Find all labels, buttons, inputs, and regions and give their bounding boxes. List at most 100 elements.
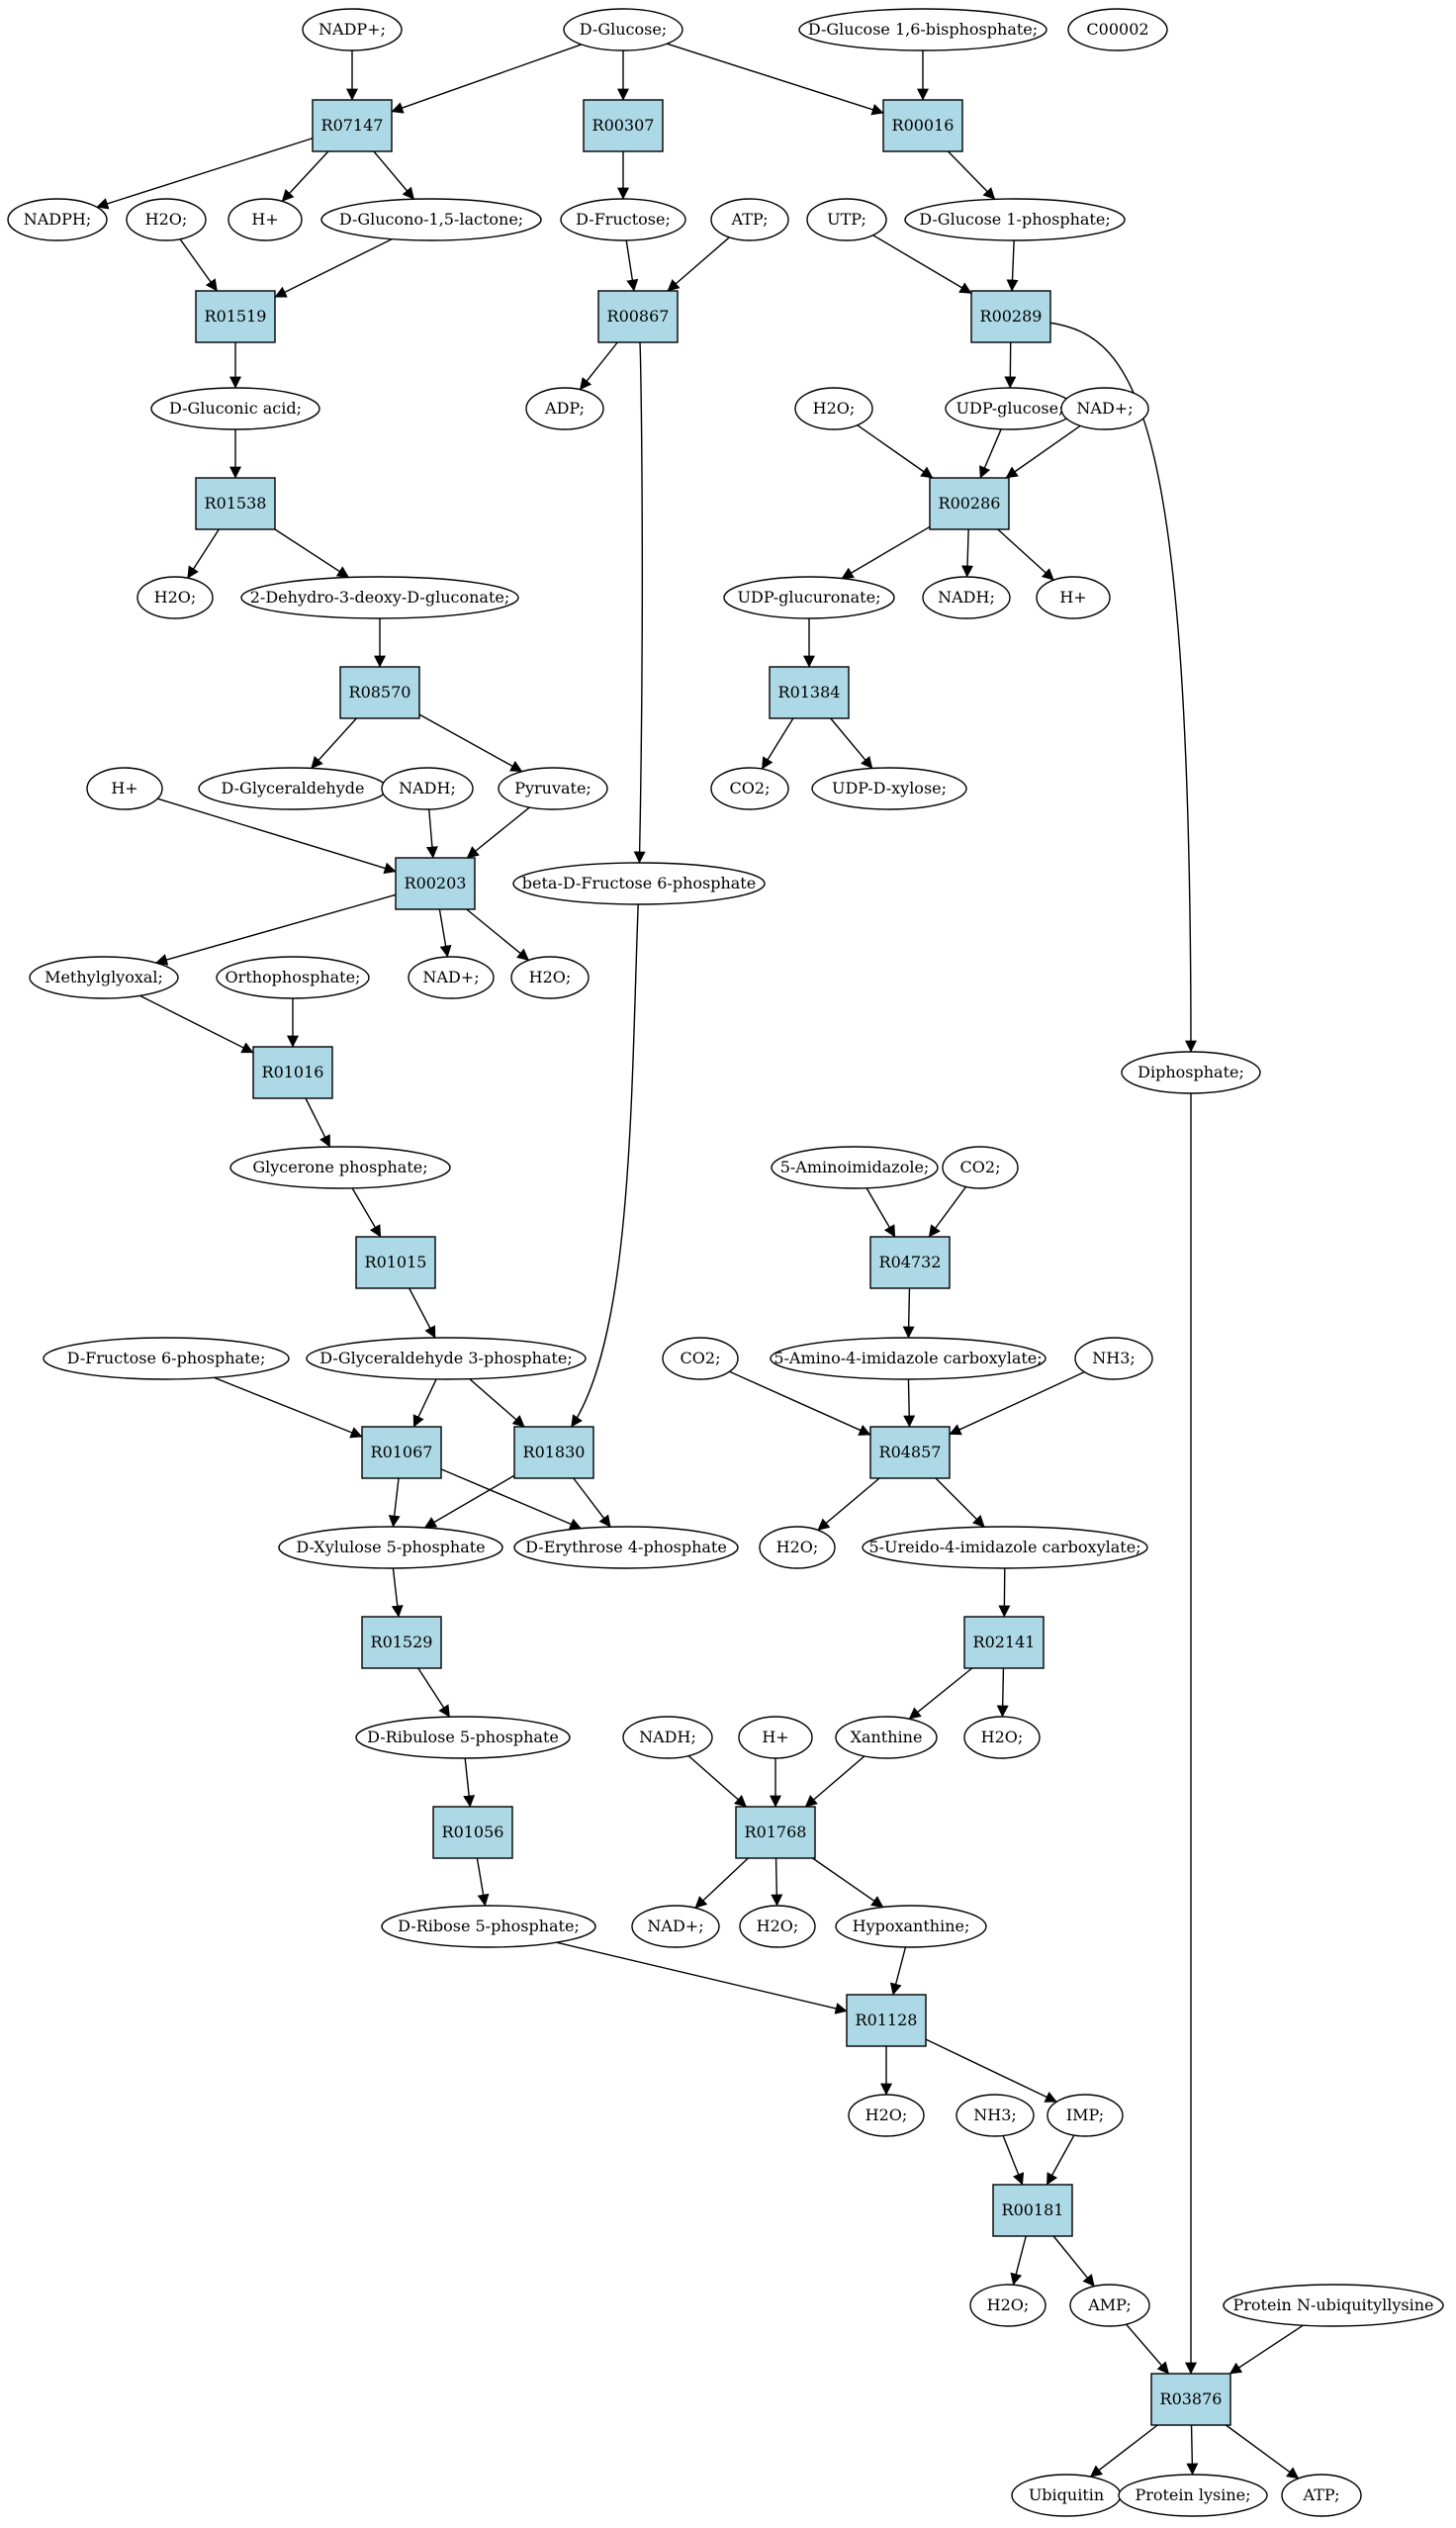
reaction-node-r00286[interactable]: R00286 xyxy=(929,477,1010,530)
compound-node-pyruvate[interactable]: Pyruvate; xyxy=(498,767,608,810)
compound-node-glycerone[interactable]: Glycerone phosphate; xyxy=(229,1146,451,1189)
compound-node-co2_c[interactable]: CO2; xyxy=(662,1337,739,1380)
reaction-node-r04732[interactable]: R04732 xyxy=(869,1236,951,1289)
node-label-r00181: R00181 xyxy=(1002,2200,1064,2219)
compound-node-diphosphate[interactable]: Diphosphate; xyxy=(1121,1051,1261,1094)
reaction-node-r01067[interactable]: R01067 xyxy=(361,1426,442,1479)
compound-node-amp[interactable]: AMP; xyxy=(1069,2284,1150,2327)
reaction-node-r01128[interactable]: R01128 xyxy=(846,1994,927,2047)
compound-node-ureido[interactable]: 5-Ureido-4-imidazole carboxylate; xyxy=(862,1526,1148,1569)
compound-node-co2_b[interactable]: CO2; xyxy=(942,1146,1019,1189)
compound-node-h2o_a[interactable]: H2O; xyxy=(126,198,207,241)
compound-node-h2o_d[interactable]: H2O; xyxy=(510,956,590,999)
compound-node-g1p[interactable]: D-Glucose 1-phosphate; xyxy=(904,198,1126,241)
compound-node-glyceraldehyde[interactable]: D-Glyceraldehyde xyxy=(198,767,388,810)
compound-node-h_d[interactable]: H+ xyxy=(738,1716,813,1759)
reaction-node-r07147[interactable]: R07147 xyxy=(312,99,393,152)
compound-ellipse-nadph xyxy=(7,198,108,241)
compound-node-h_a[interactable]: H+ xyxy=(228,198,303,241)
compound-ellipse-aic xyxy=(770,1337,1046,1380)
compound-node-methylglyoxal[interactable]: Methylglyoxal; xyxy=(29,956,179,999)
edge-r07147-to-nadph xyxy=(96,138,314,210)
compound-node-atp_a[interactable]: ATP; xyxy=(710,198,789,241)
compound-node-gluconic[interactable]: D-Gluconic acid; xyxy=(150,387,320,430)
compound-node-nad_a[interactable]: NAD+; xyxy=(1060,387,1149,430)
compound-node-ubqlys[interactable]: Protein N-ubiquityllysine xyxy=(1223,2284,1444,2327)
reaction-node-r00203[interactable]: R00203 xyxy=(395,857,476,910)
compound-node-nadph[interactable]: NADPH; xyxy=(7,198,108,241)
compound-node-ortho[interactable]: Orthophosphate; xyxy=(216,956,370,999)
node-label-h2o_e: H2O; xyxy=(776,1538,819,1556)
compound-node-nadp[interactable]: NADP+; xyxy=(302,8,403,51)
compound-node-aic[interactable]: 5-Amino-4-imidazole carboxylate; xyxy=(770,1337,1046,1380)
reaction-node-r00307[interactable]: R00307 xyxy=(583,99,664,152)
compound-node-nad_b[interactable]: NAD+; xyxy=(408,956,495,999)
compound-node-atp_b[interactable]: ATP; xyxy=(1281,2474,1362,2517)
compound-node-udpglcua[interactable]: UDP-glucuronate; xyxy=(723,576,895,619)
reaction-node-r03876[interactable]: R03876 xyxy=(1150,2373,1231,2426)
compound-node-g16bp[interactable]: D-Glucose 1,6-bisphosphate; xyxy=(798,8,1047,51)
compound-node-h_c[interactable]: H+ xyxy=(86,767,163,810)
compound-node-fructose[interactable]: D-Fructose; xyxy=(560,198,686,241)
reaction-node-r00016[interactable]: R00016 xyxy=(882,99,963,152)
compound-node-r5p[interactable]: D-Ribose 5-phosphate; xyxy=(381,1905,596,1948)
compound-node-nadh_b[interactable]: NADH; xyxy=(381,767,474,810)
compound-node-h2o_e[interactable]: H2O; xyxy=(759,1526,836,1569)
compound-node-g3p[interactable]: D-Glyceraldehyde 3-phosphate; xyxy=(306,1337,587,1380)
compound-ellipse-methylglyoxal xyxy=(29,956,179,999)
compound-node-nadh_c[interactable]: NADH; xyxy=(622,1716,713,1759)
reaction-node-r00867[interactable]: R00867 xyxy=(597,290,679,343)
compound-node-glucono[interactable]: D-Glucono-1,5-lactone; xyxy=(320,198,542,241)
compound-node-dehydro[interactable]: 2-Dehydro-3-deoxy-D-gluconate; xyxy=(240,576,519,619)
compound-node-plys[interactable]: Protein lysine; xyxy=(1118,2474,1268,2517)
compound-node-c00002[interactable]: C00002 xyxy=(1067,8,1168,51)
reaction-node-r01538[interactable]: R01538 xyxy=(195,477,276,530)
reaction-node-r01056[interactable]: R01056 xyxy=(432,1806,513,1859)
node-label-atp_b: ATP; xyxy=(1303,2485,1340,2504)
reaction-node-r00289[interactable]: R00289 xyxy=(970,290,1051,343)
reaction-node-r04857[interactable]: R04857 xyxy=(869,1426,951,1479)
compound-node-udpxyl[interactable]: UDP-D-xylose; xyxy=(811,767,967,810)
compound-node-adp[interactable]: ADP; xyxy=(525,387,604,430)
compound-node-xanthine[interactable]: Xanthine xyxy=(835,1716,938,1759)
reaction-node-r08570[interactable]: R08570 xyxy=(339,666,420,719)
reaction-node-r01519[interactable]: R01519 xyxy=(195,290,276,343)
compound-node-f6p[interactable]: D-Fructose 6-phosphate; xyxy=(43,1337,290,1380)
node-label-glyceraldehyde: D-Glyceraldehyde xyxy=(222,779,365,797)
compound-node-h2o_g[interactable]: H2O; xyxy=(739,1905,816,1948)
reaction-node-r01830[interactable]: R01830 xyxy=(513,1426,594,1479)
compound-node-nh3_a[interactable]: NH3; xyxy=(1074,1337,1153,1380)
compound-node-ubiquitin[interactable]: Ubiquitin xyxy=(1011,2474,1122,2517)
compound-node-co2_a[interactable]: CO2; xyxy=(710,767,789,810)
reaction-node-r01529[interactable]: R01529 xyxy=(361,1616,442,1669)
compound-node-h2o_b[interactable]: H2O; xyxy=(794,387,873,430)
reaction-node-r01384[interactable]: R01384 xyxy=(769,666,850,719)
node-label-c00002: C00002 xyxy=(1086,20,1148,39)
reaction-node-r01768[interactable]: R01768 xyxy=(735,1806,816,1859)
reaction-node-r01015[interactable]: R01015 xyxy=(355,1236,436,1289)
compound-node-utp[interactable]: UTP; xyxy=(806,198,887,241)
compound-node-e4p[interactable]: D-Erythrose 4-phosphate xyxy=(513,1526,739,1569)
compound-node-f6p_beta[interactable]: beta-D-Fructose 6-phosphate xyxy=(512,862,766,905)
reaction-node-r01016[interactable]: R01016 xyxy=(252,1046,333,1099)
reaction-box-r04857 xyxy=(869,1426,951,1479)
compound-node-nadh_a[interactable]: NADH; xyxy=(922,576,1011,619)
compound-node-udpglc[interactable]: UDP-glucose; xyxy=(945,387,1075,430)
compound-node-ru5p[interactable]: D-Ribulose 5-phosphate xyxy=(355,1716,571,1759)
reaction-node-r00181[interactable]: R00181 xyxy=(992,2184,1073,2237)
edge-r04857-to-ureido xyxy=(935,1477,985,1528)
compound-node-aminoimid[interactable]: 5-Aminoimidazole; xyxy=(771,1146,939,1189)
compound-node-h2o_h[interactable]: H2O; xyxy=(848,2094,925,2137)
compound-node-nad_c[interactable]: NAD+; xyxy=(631,1905,720,1948)
compound-node-nh3_b[interactable]: NH3; xyxy=(956,2094,1035,2137)
reaction-node-r02141[interactable]: R02141 xyxy=(963,1616,1045,1669)
compound-node-imp[interactable]: IMP; xyxy=(1046,2094,1124,2137)
compound-node-x5p[interactable]: D-Xylulose 5-phosphate xyxy=(278,1526,503,1569)
compound-ellipse-g16bp xyxy=(798,8,1047,51)
compound-node-glucose[interactable]: D-Glucose; xyxy=(563,8,683,51)
compound-node-h2o_i[interactable]: H2O; xyxy=(969,2284,1046,2327)
compound-node-h2o_f[interactable]: H2O; xyxy=(963,1716,1041,1759)
compound-node-hypox[interactable]: Hypoxanthine; xyxy=(835,1905,987,1948)
compound-node-h2o_c[interactable]: H2O; xyxy=(136,576,214,619)
compound-node-h_b[interactable]: H+ xyxy=(1036,576,1111,619)
